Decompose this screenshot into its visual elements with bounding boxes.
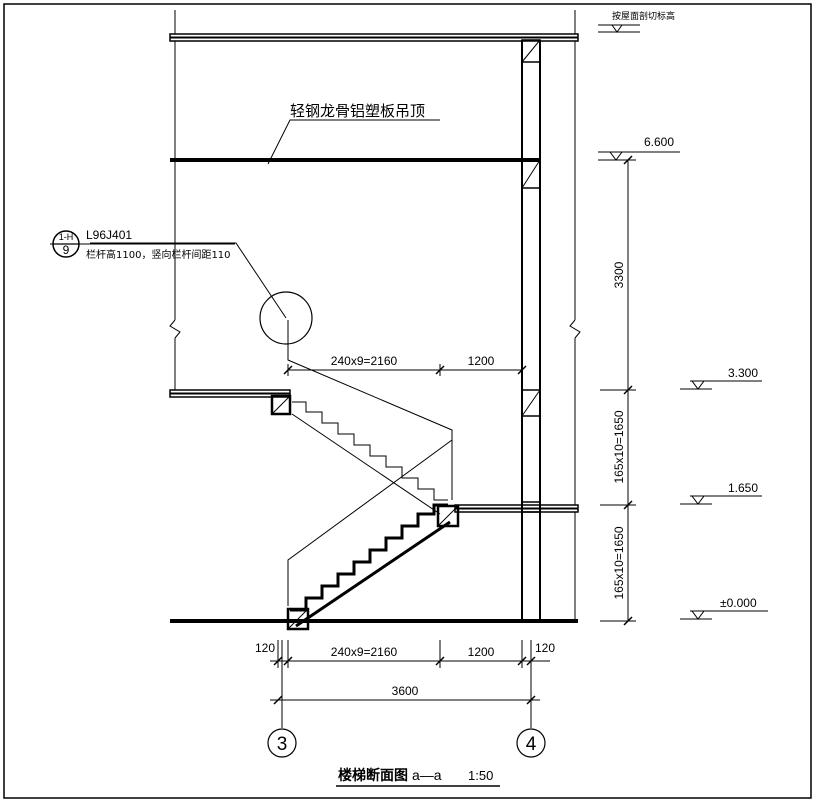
ceiling-note-text: 轻钢龙骨铝塑板吊顶: [290, 102, 425, 120]
landing-beam: [436, 504, 460, 528]
roof-elevation-label: 按屋面剖切标高: [612, 10, 675, 22]
lower-flight-height-dim: 165x10=1650: [612, 526, 626, 599]
level-1650-label: 1.650: [728, 481, 758, 495]
level-3300-label: 3.300: [728, 366, 758, 380]
lower-beam: [286, 607, 310, 631]
level-ground-label: ±0.000: [720, 596, 757, 610]
detail-index-bottom: 9: [63, 243, 70, 257]
upper-landing-dim: 1200: [468, 354, 495, 368]
vertical-dimensions: 3300 165x10=1650 165x10=1650: [600, 155, 636, 626]
section-mark: a—a: [412, 767, 442, 783]
left-offset-dim: 120: [255, 641, 275, 655]
total-width-dim: 3600: [392, 684, 419, 698]
boundary-lines: [169, 10, 581, 620]
right-wall: [521, 39, 541, 621]
elevation-6600: 6.600: [598, 135, 680, 161]
upper-stair-flight: [270, 394, 448, 515]
detail-index-top: 1-H: [59, 232, 74, 242]
axis-left-label: 3: [277, 734, 288, 755]
railing-note: 栏杆高1100，竖向栏杆间距110: [86, 248, 231, 261]
detail-callout: 1-H 9 L96J401 栏杆高1100，竖向栏杆间距110: [50, 228, 313, 345]
upper-flight-height-dim: 165x10=1650: [612, 410, 626, 483]
level-6600-label: 6.600: [644, 135, 674, 149]
elevation-roof: 按屋面剖切标高: [598, 10, 675, 33]
lower-run-dim: 240x9=2160: [331, 645, 398, 659]
axis-bubble-left: [267, 728, 297, 758]
floor-height-dim: 3300: [612, 261, 626, 288]
axis-right-label: 4: [526, 734, 537, 755]
railings: [287, 320, 453, 606]
lower-stair-flight: [286, 503, 460, 631]
elevation-markers: 按屋面剖切标高 6.600 3.300 1.650 ±0.000: [598, 10, 768, 620]
elevation-3300: 3.300: [680, 366, 762, 390]
detail-reference-code: L96J401: [86, 228, 132, 242]
drawing-frame: [3, 3, 812, 799]
drawing-title: 楼梯断面图 a—a 1:50: [336, 767, 500, 787]
upper-beam: [270, 394, 292, 416]
title-text: 楼梯断面图: [338, 767, 408, 784]
lower-landing-dim: 1200: [468, 645, 495, 659]
lower-horizontal-dimensions: 120 240x9=2160 1200 120 3600: [255, 640, 555, 705]
axis-markers: 3 4: [267, 640, 546, 758]
upper-horizontal-dimension: 240x9=2160 1200: [283, 354, 527, 376]
detail-circle: [259, 291, 313, 345]
elevation-1650: 1.650: [680, 481, 762, 505]
axis-bubble-right: [516, 728, 546, 758]
right-offset-dim: 120: [535, 641, 555, 655]
elevation-ground: ±0.000: [680, 596, 768, 620]
ceiling-note: 轻钢龙骨铝塑板吊顶: [267, 102, 440, 165]
scale-text: 1:50: [468, 768, 493, 783]
upper-run-dim: 240x9=2160: [331, 354, 398, 368]
floor-slabs: [169, 33, 579, 623]
